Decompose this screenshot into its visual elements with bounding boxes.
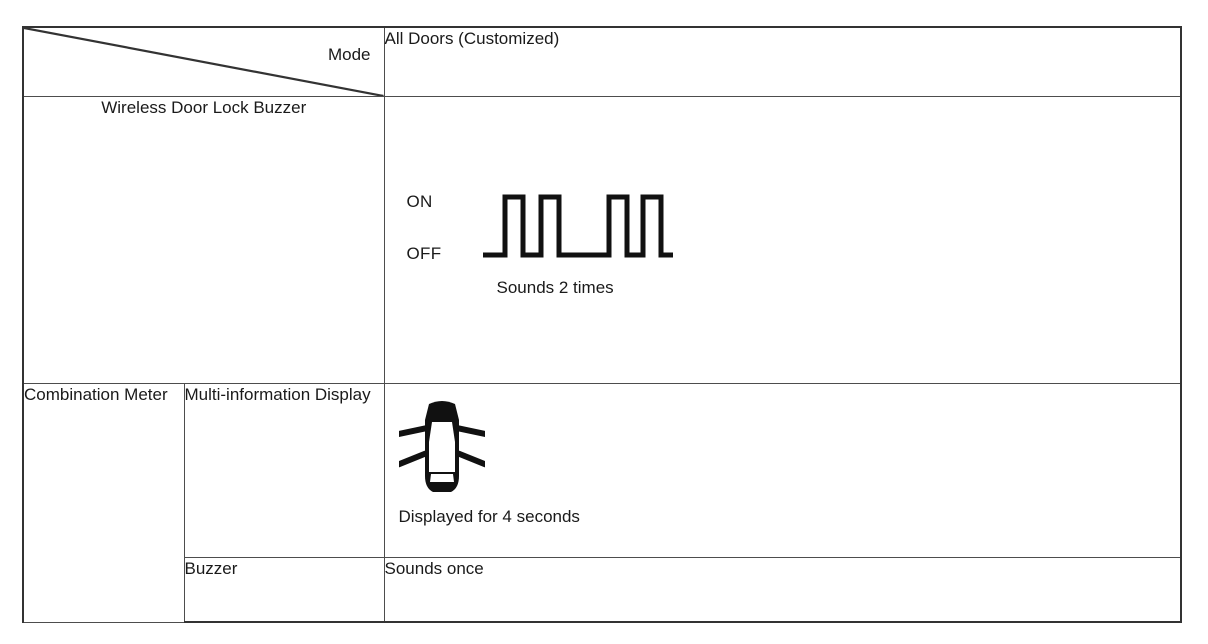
waveform-diagram: ON OFF Sounds 2 times xyxy=(407,185,707,305)
table-row: Combination Meter Multi-information Disp… xyxy=(22,383,1182,623)
car-flashing-lights-icon xyxy=(398,401,485,492)
waveform-off-label: OFF xyxy=(406,244,442,263)
display-icon-caption: Displayed for 4 seconds xyxy=(398,507,580,526)
row-label-combination-meter: Combination Meter xyxy=(22,383,185,623)
table-header-row: Mode All Doors (Customized) xyxy=(22,26,1182,97)
table-row: Wireless Door Lock Buzzer ON OFF Sounds … xyxy=(22,96,1182,384)
waveform-on-label: ON xyxy=(406,192,433,211)
settings-mode-table: Mode All Doors (Customized) Wireless Doo… xyxy=(22,26,1182,623)
table-row: Buzzer Sounds once xyxy=(23,557,1182,623)
subrow-label-text: Buzzer xyxy=(184,559,238,578)
header-mode-label: Mode xyxy=(327,45,371,64)
waveform-pulse-trace xyxy=(482,194,673,258)
waveform-caption: Sounds 2 times xyxy=(496,278,614,297)
buzzer-waveform-block: ON OFF Sounds 2 times xyxy=(385,97,1181,383)
row-label-text: Wireless Door Lock Buzzer xyxy=(101,98,307,117)
display-icon-block: Displayed for 4 seconds xyxy=(385,384,1181,529)
header-corner-cell: Mode xyxy=(22,26,385,97)
row-content-buzzer: Sounds once xyxy=(383,557,1182,623)
subrow-label-multi-information-display: Multi-information Display xyxy=(183,383,385,558)
corner-diagonal-divider xyxy=(24,28,384,96)
row-content-multi-information-display: Displayed for 4 seconds xyxy=(383,383,1182,558)
subrow-label-text: Multi-information Display xyxy=(184,385,371,404)
subrow-label-buzzer: Buzzer xyxy=(183,557,385,623)
buzzer-caption: Sounds once xyxy=(384,559,484,578)
header-mode-value: All Doors (Customized) xyxy=(384,29,560,48)
row-label-text: Combination Meter xyxy=(24,385,168,404)
row-label-wireless-door-lock-buzzer: Wireless Door Lock Buzzer xyxy=(22,96,385,384)
row-content-wireless-door-lock-buzzer: ON OFF Sounds 2 times xyxy=(383,96,1182,384)
header-mode-value-cell: All Doors (Customized) xyxy=(383,26,1182,97)
